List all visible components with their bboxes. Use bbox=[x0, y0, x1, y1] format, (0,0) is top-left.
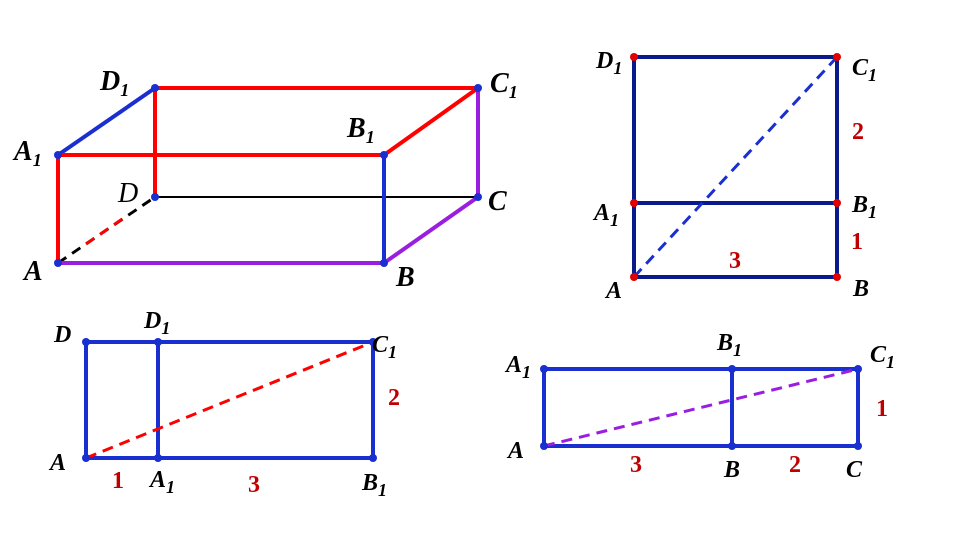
vertex-A bbox=[630, 273, 638, 281]
label-B1: B1 bbox=[716, 330, 742, 360]
vertex-A1 bbox=[54, 151, 62, 159]
vertex-B bbox=[728, 442, 736, 450]
label-C1: C1 bbox=[870, 342, 895, 372]
length-3: 3 bbox=[729, 248, 741, 274]
vertex-B1 bbox=[833, 199, 841, 207]
label-C1: C1 bbox=[490, 68, 518, 102]
label-D1: D1 bbox=[143, 308, 170, 338]
edge-B1-C1 bbox=[382, 86, 480, 157]
label-A: A bbox=[604, 278, 622, 304]
vertex-B1 bbox=[728, 365, 736, 373]
length-1: 1 bbox=[851, 229, 863, 255]
diagonal-A-C1 bbox=[543, 367, 859, 448]
length-1: 1 bbox=[112, 468, 124, 494]
vertex-D1 bbox=[630, 53, 638, 61]
label-B: B bbox=[723, 457, 740, 483]
vertex-C1 bbox=[369, 338, 377, 346]
diagonal-A-C1 bbox=[632, 55, 839, 279]
label-B1: B1 bbox=[361, 470, 387, 500]
diagonal-A-C1 bbox=[85, 340, 374, 460]
label-A: A bbox=[22, 256, 43, 287]
box-panel: D1 C1 A1 B1 D C A B bbox=[12, 66, 518, 293]
length-2: 2 bbox=[388, 385, 400, 411]
length-3: 3 bbox=[248, 472, 260, 498]
vertex-D1 bbox=[151, 84, 159, 92]
rect-outline bbox=[542, 367, 860, 448]
unfold-front-top-panel: D1 C1 A1 B1 A B 2 1 3 bbox=[592, 48, 877, 304]
vertex-B bbox=[833, 273, 841, 281]
label-D: D bbox=[53, 322, 71, 348]
length-2: 2 bbox=[789, 452, 801, 478]
edge-B-C bbox=[382, 195, 480, 265]
label-C: C bbox=[846, 457, 863, 483]
label-D: D bbox=[117, 178, 138, 209]
label-C1: C1 bbox=[372, 332, 397, 362]
length-2: 2 bbox=[852, 119, 864, 145]
vertex-D1 bbox=[154, 338, 162, 346]
vertex-A bbox=[54, 259, 62, 267]
vertex-A1 bbox=[540, 365, 548, 373]
edge-A-D-red-part bbox=[85, 213, 129, 246]
rect-outline bbox=[84, 340, 375, 460]
label-A: A bbox=[48, 450, 66, 476]
vertex-B1 bbox=[380, 151, 388, 159]
vertex-C bbox=[474, 193, 482, 201]
label-A: A bbox=[506, 438, 524, 464]
vertex-B1 bbox=[369, 454, 377, 462]
vertex-A bbox=[82, 454, 90, 462]
edge-A1-D1 bbox=[56, 86, 157, 157]
rect-outline bbox=[632, 55, 839, 279]
unfold-side-top-panel: D D1 C1 A A1 B1 2 1 3 bbox=[48, 308, 400, 500]
label-D1: D1 bbox=[595, 48, 622, 78]
vertex-A bbox=[540, 442, 548, 450]
vertex-C1 bbox=[854, 365, 862, 373]
vertex-C bbox=[854, 442, 862, 450]
label-B: B bbox=[395, 262, 415, 293]
length-1: 1 bbox=[876, 396, 888, 422]
vertex-A1 bbox=[154, 454, 162, 462]
label-B1: B1 bbox=[851, 192, 877, 222]
label-D1: D1 bbox=[99, 66, 129, 100]
label-B1: B1 bbox=[346, 113, 375, 147]
label-A1: A1 bbox=[148, 467, 175, 497]
vertex-C1 bbox=[833, 53, 841, 61]
vertex-D bbox=[82, 338, 90, 346]
label-A1: A1 bbox=[12, 136, 42, 170]
label-C: C bbox=[488, 186, 507, 217]
label-B: B bbox=[852, 276, 869, 302]
vertex-D bbox=[151, 193, 159, 201]
label-A1: A1 bbox=[592, 200, 619, 230]
length-3: 3 bbox=[630, 452, 642, 478]
vertex-B bbox=[380, 259, 388, 267]
vertex-C1 bbox=[474, 84, 482, 92]
unfold-front-side-panel: A1 B1 C1 A B C 1 3 2 bbox=[504, 330, 895, 483]
vertex-A1 bbox=[630, 199, 638, 207]
label-C1: C1 bbox=[852, 55, 877, 85]
label-A1: A1 bbox=[504, 352, 531, 382]
